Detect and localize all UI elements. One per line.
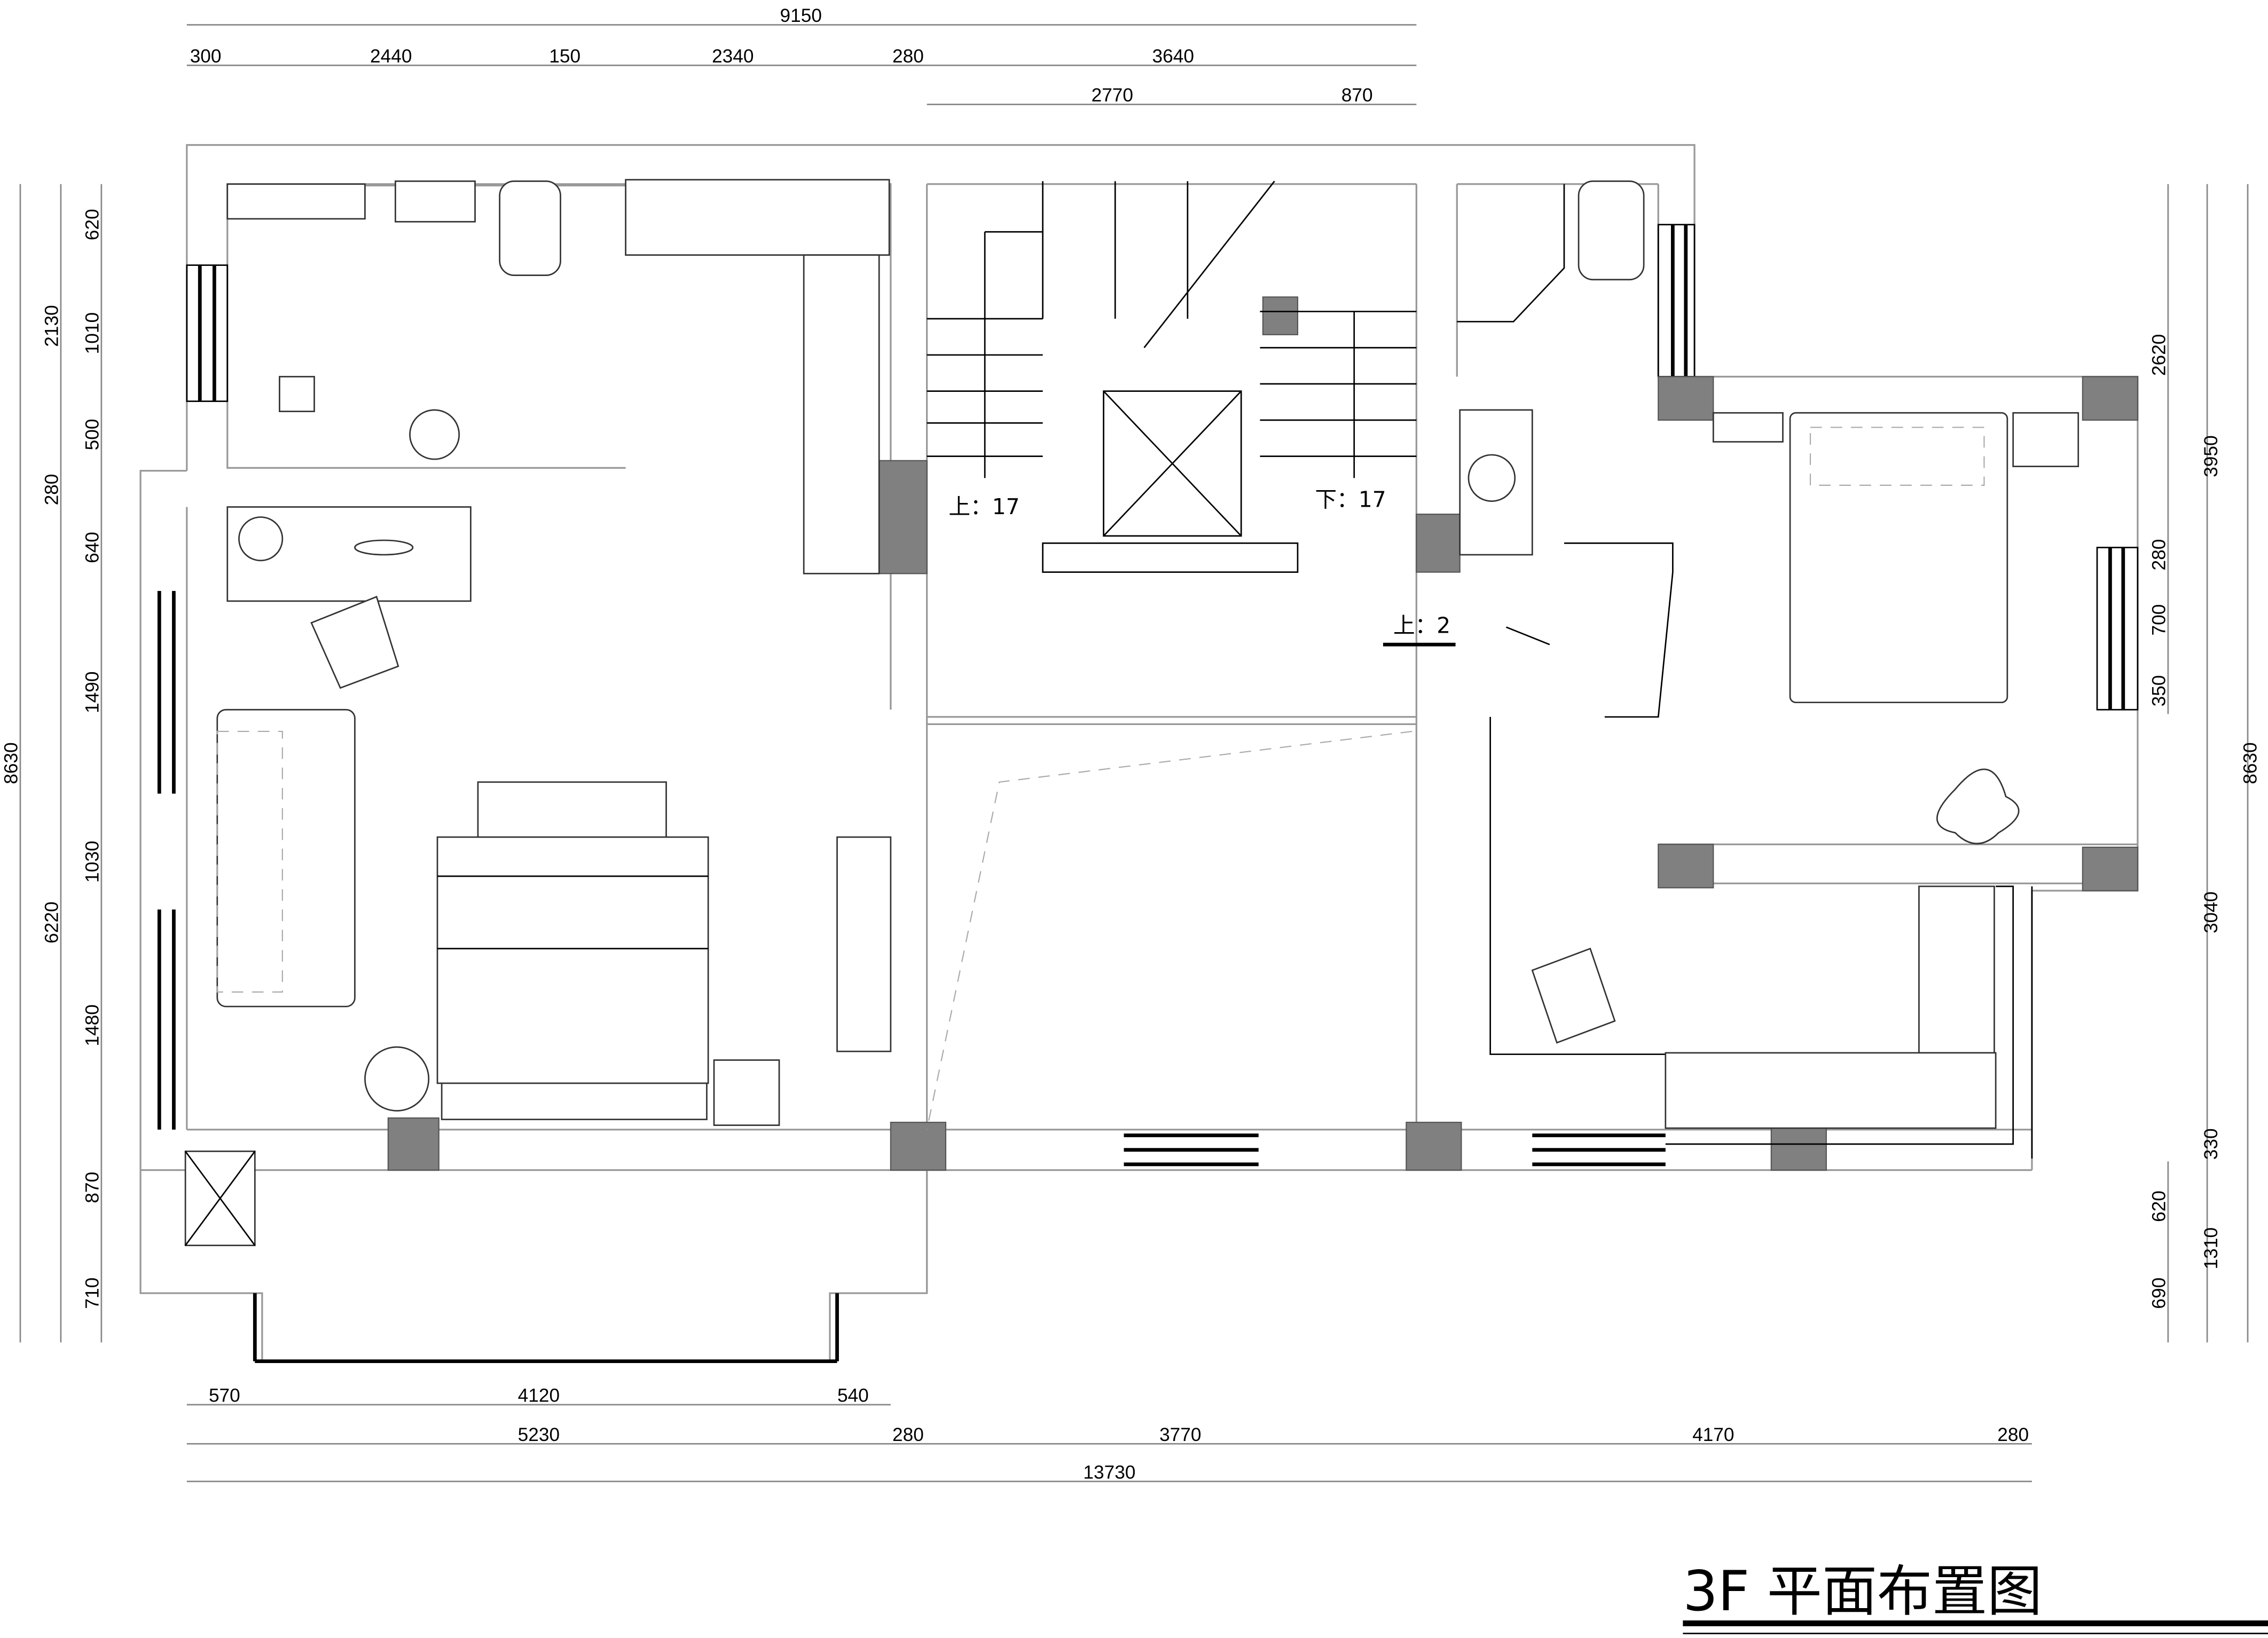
- dim-top: 150: [549, 46, 580, 67]
- dim-top: 2340: [712, 46, 754, 67]
- chair: [310, 595, 399, 689]
- tv-cabinet: [836, 836, 892, 1052]
- dim-left-inner: 620: [82, 209, 103, 240]
- dim-left-inner: 1490: [82, 671, 103, 713]
- dim-top: 280: [892, 46, 924, 67]
- dim-right-mid: 1310: [2201, 1227, 2222, 1269]
- dim-left: 280: [41, 474, 62, 506]
- dim-right-mid: 3040: [2201, 892, 2222, 933]
- dim-top: 300: [190, 46, 222, 67]
- plan-title: 3F 平面布置图: [1683, 1560, 2042, 1624]
- dim-right-mid: 3950: [2201, 435, 2222, 477]
- sofa: [216, 708, 356, 1007]
- dim-right-inner: 700: [2148, 604, 2169, 636]
- shower: [226, 183, 366, 220]
- dim-right-inner: 620: [2148, 1191, 2169, 1222]
- dim-left: 2130: [41, 305, 62, 346]
- dim-bottom: 280: [1997, 1424, 2029, 1445]
- toilet: [1578, 180, 1645, 281]
- dim-bottom: 570: [209, 1385, 240, 1406]
- dim-bottom: 280: [892, 1424, 924, 1445]
- dim-left-inner: 1480: [82, 1004, 103, 1046]
- dim-bottom-total: 13730: [1083, 1462, 1135, 1483]
- wardrobe: [1918, 885, 1995, 1054]
- dim-bottom: 5230: [518, 1424, 560, 1445]
- dim-right-inner: 280: [2148, 539, 2169, 571]
- chair: [1531, 947, 1616, 1044]
- dim-top: 2440: [370, 46, 412, 67]
- bed: [1789, 412, 2008, 704]
- staircase: [927, 180, 1550, 647]
- dim-bottom: 4120: [518, 1385, 560, 1406]
- dim-right-total: 8630: [2240, 742, 2261, 784]
- stair-up-label: 上：17: [948, 494, 1019, 519]
- toilet: [499, 180, 561, 276]
- dim-right-inner: 690: [2148, 1278, 2169, 1309]
- dim-left-inner: 640: [82, 532, 103, 563]
- dim-left-total: 8630: [1, 742, 22, 784]
- walls: [139, 144, 2139, 1364]
- dim-right-inner: 2620: [2148, 334, 2169, 376]
- dimension-labels: 9150 300 2440 150 2340 280 3640 2770 870…: [1, 5, 2261, 1483]
- dim-bottom: 4170: [1692, 1424, 1734, 1445]
- dim-left: 6220: [41, 902, 62, 943]
- stair-up-small-label: 上：2: [1393, 613, 1450, 639]
- wardrobe: [1665, 1052, 1997, 1129]
- dim-left-inner: 500: [82, 419, 103, 451]
- dim-top-sub: 870: [1341, 85, 1373, 106]
- columns: [387, 296, 2139, 1171]
- stair-down-label: 下：17: [1315, 487, 1386, 513]
- bed: [436, 836, 709, 1084]
- dim-bottom: 3770: [1159, 1424, 1201, 1445]
- rug-toy: [1936, 768, 2020, 845]
- dim-right-mid: 330: [2201, 1128, 2222, 1160]
- dim-left-inner: 870: [82, 1172, 103, 1203]
- dim-top: 3640: [1152, 46, 1194, 67]
- dim-left-inner: 1010: [82, 312, 103, 354]
- wardrobe: [625, 179, 890, 256]
- windows: [157, 224, 2139, 1167]
- dim-left-inner: 710: [82, 1278, 103, 1309]
- dim-left-inner: 1030: [82, 841, 103, 883]
- wardrobe: [803, 254, 880, 574]
- wash-basin: [409, 409, 460, 460]
- dim-top-total: 9150: [780, 5, 822, 26]
- dim-right-inner: 350: [2148, 675, 2169, 707]
- dimension-lines: [19, 24, 2249, 1483]
- dim-top-sub: 2770: [1092, 85, 1133, 106]
- dim-bottom: 540: [837, 1385, 869, 1406]
- furniture: 上：17 下：17 上：2: [184, 179, 2079, 1247]
